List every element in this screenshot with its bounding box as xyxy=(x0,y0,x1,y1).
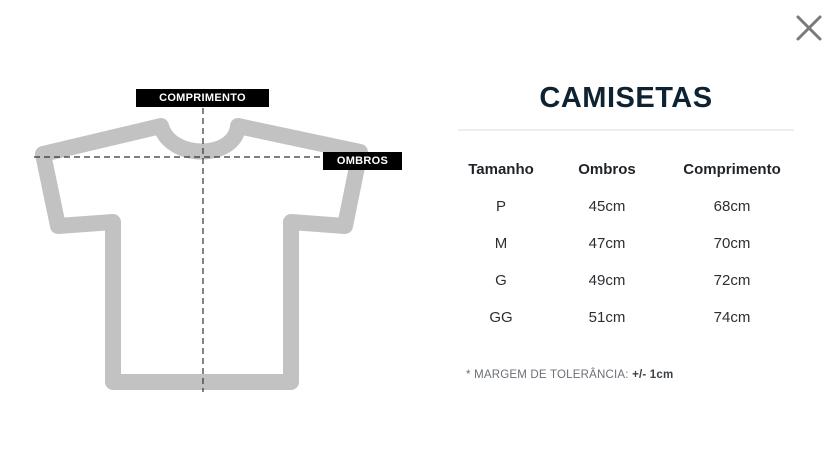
cell-shoulders: 45cm xyxy=(588,198,626,215)
tolerance-note: * MARGEM DE TOLERÂNCIA: +/- 1cm xyxy=(466,369,673,381)
table-row: GG 51cm 74cm xyxy=(458,299,794,336)
cell-size: G xyxy=(495,272,507,289)
cell-size: GG xyxy=(489,309,513,326)
size-diagram: COMPRIMENTO OMBROS xyxy=(34,89,402,392)
close-button[interactable] xyxy=(793,12,825,44)
cell-shoulders: 51cm xyxy=(588,309,626,326)
size-table: Tamanho Ombros Comprimento P 45cm 68cm M… xyxy=(458,150,794,336)
tolerance-note-prefix: * MARGEM DE TOLERÂNCIA: xyxy=(466,369,633,381)
comprimento-label: COMPRIMENTO xyxy=(136,89,269,107)
close-icon xyxy=(796,15,822,41)
t-shirt-illustration xyxy=(34,108,368,392)
table-row: P 45cm 68cm xyxy=(458,188,794,225)
cell-length: 74cm xyxy=(713,309,751,326)
cell-length: 68cm xyxy=(713,198,751,215)
cell-size: M xyxy=(494,235,508,252)
table-header-row: Tamanho Ombros Comprimento xyxy=(458,150,794,188)
cell-shoulders: 49cm xyxy=(588,272,626,289)
table-row: G 49cm 72cm xyxy=(458,262,794,299)
header-tamanho: Tamanho xyxy=(468,160,534,178)
cell-length: 72cm xyxy=(713,272,751,289)
table-row: M 47cm 70cm xyxy=(458,225,794,262)
header-ombros: Ombros xyxy=(578,160,636,178)
cell-size: P xyxy=(495,198,506,215)
tolerance-note-value: +/- 1cm xyxy=(632,369,674,381)
cell-shoulders: 47cm xyxy=(588,235,626,252)
title-divider xyxy=(458,129,794,131)
header-comprimento: Comprimento xyxy=(683,160,781,178)
cell-length: 70cm xyxy=(713,235,751,252)
ombros-label: OMBROS xyxy=(323,152,402,170)
page-title: CAMISETAS xyxy=(539,82,713,114)
t-shirt-outline xyxy=(35,118,368,390)
